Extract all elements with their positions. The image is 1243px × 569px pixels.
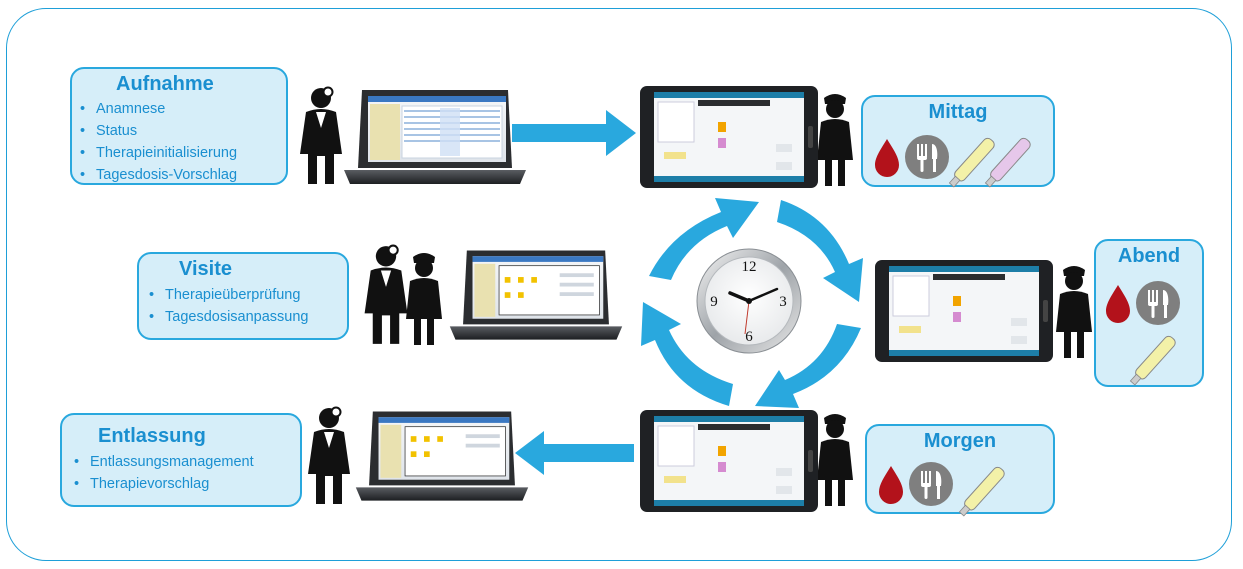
insulin-pen-yellow-icon xyxy=(1129,335,1176,386)
insulin-pen-yellow-icon xyxy=(948,137,995,188)
stage-box-visite: Visite Therapieüberprüfung Tagesdosisanp… xyxy=(137,252,349,340)
laptop-icon xyxy=(355,411,529,501)
nurse-icon xyxy=(817,414,853,506)
stage-title-visite: Visite xyxy=(179,258,232,280)
meal-title-mittag: Mittag xyxy=(928,101,988,123)
plate-cutlery-icon xyxy=(909,462,953,506)
stage-items-visite: Therapieüberprüfung Tagesdosisanpassung xyxy=(147,284,347,328)
laptop-icon xyxy=(344,90,526,184)
meal-box-abend: Abend xyxy=(1094,239,1204,387)
list-item: Entlassungsmanagement xyxy=(72,451,300,473)
insulin-pen-yellow-icon xyxy=(958,466,1005,517)
clock-numeral: 3 xyxy=(779,294,787,310)
doctor-icon xyxy=(364,244,408,344)
meal-icons-abend xyxy=(1106,281,1180,386)
nurse-icon xyxy=(817,94,853,186)
tablet-icon xyxy=(640,86,818,188)
list-item: Status xyxy=(78,120,286,142)
meal-title-abend: Abend xyxy=(1117,245,1181,267)
meal-icons-mittag xyxy=(875,135,1031,188)
list-item: Therapieüberprüfung xyxy=(147,284,347,306)
cycle-arrow-icon xyxy=(641,302,733,406)
tablet-icon xyxy=(875,260,1053,362)
clock-icon: 12 3 6 9 xyxy=(696,248,802,354)
clock-numeral: 9 xyxy=(710,294,718,310)
meal-box-morgen: Morgen xyxy=(865,424,1055,517)
nurse-icon xyxy=(1056,266,1092,358)
meal-icons-morgen xyxy=(879,462,1005,517)
list-item: Tagesdosisanpassung xyxy=(147,306,347,328)
tablet-icon xyxy=(640,410,818,512)
doctor-icon xyxy=(308,406,350,504)
cycle-arrow-icon xyxy=(755,324,861,408)
stage-title-entlassung: Entlassung xyxy=(98,425,206,447)
plate-cutlery-icon xyxy=(1136,281,1180,325)
cycle-arrow-icon xyxy=(649,198,759,280)
doctor-icon xyxy=(300,86,342,184)
arrow-right-icon xyxy=(512,110,636,156)
list-item: Therapievorschlag xyxy=(72,473,300,495)
cycle-arrows xyxy=(641,198,863,408)
diagram-frame xyxy=(6,8,1232,561)
list-item: Tagesdosis-Vorschlag xyxy=(78,164,286,186)
clock-numeral: 6 xyxy=(745,329,753,345)
insulin-pen-purple-icon xyxy=(984,137,1031,188)
plate-cutlery-icon xyxy=(905,135,949,179)
stage-items-aufnahme: Anamnese Status Therapieinitialisierung … xyxy=(78,98,286,186)
meal-box-mittag: Mittag xyxy=(861,95,1055,188)
nurse-icon xyxy=(406,253,442,345)
cycle-arrow-icon xyxy=(777,200,863,302)
arrow-left-icon xyxy=(515,431,634,475)
stage-items-entlassung: Entlassungsmanagement Therapievorschlag xyxy=(72,451,300,495)
blood-drop-icon xyxy=(1106,285,1130,323)
meal-title-morgen: Morgen xyxy=(923,430,997,452)
list-item: Therapieinitialisierung xyxy=(78,142,286,164)
stage-box-aufnahme: Aufnahme Anamnese Status Therapieinitial… xyxy=(70,67,288,186)
laptop-icon xyxy=(449,250,623,340)
clock-numeral: 12 xyxy=(742,259,757,275)
stage-box-entlassung: Entlassung Entlassungsmanagement Therapi… xyxy=(60,413,302,507)
stage-title-aufnahme: Aufnahme xyxy=(116,73,214,95)
blood-drop-icon xyxy=(875,139,899,177)
list-item: Anamnese xyxy=(78,98,286,120)
blood-drop-icon xyxy=(879,466,903,504)
